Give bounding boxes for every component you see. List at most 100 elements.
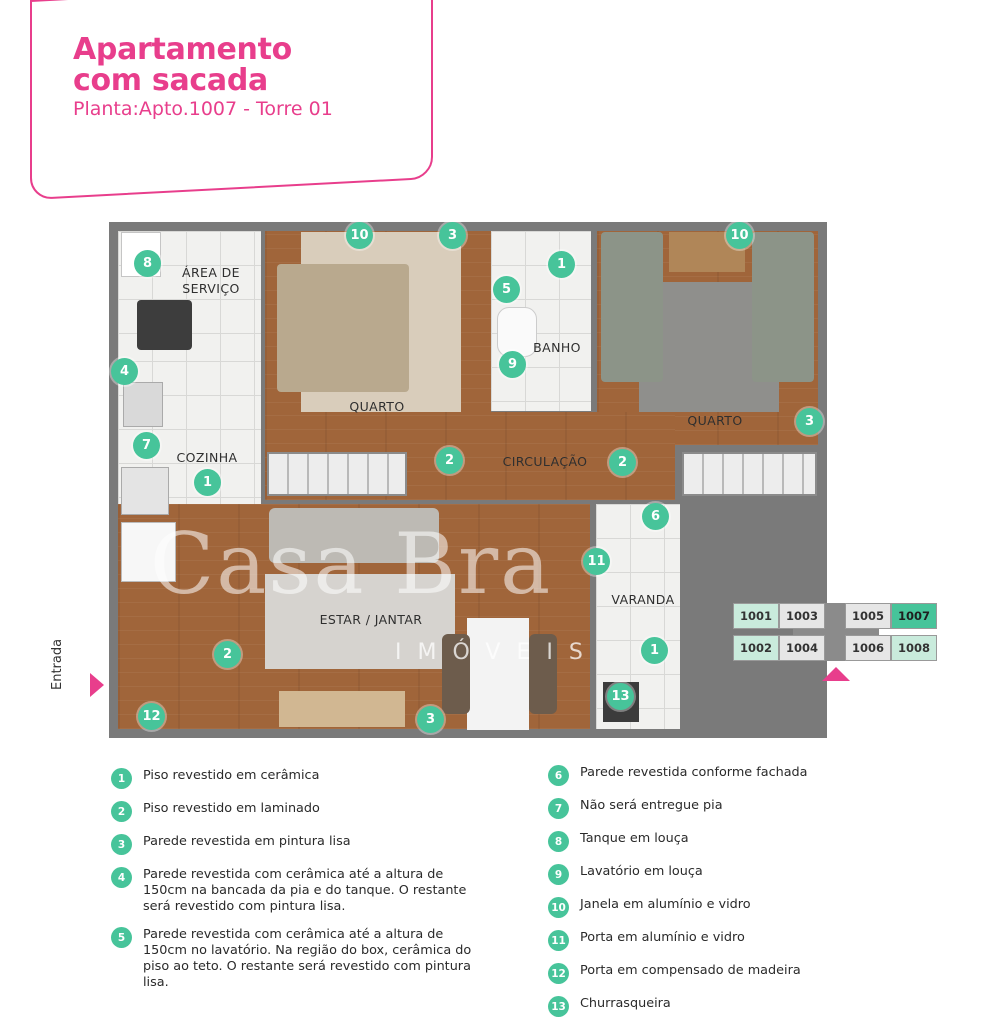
legend-item: 13 Churrasqueira xyxy=(548,996,848,1017)
header-text: Apartamento com sacada Planta:Apto.1007 … xyxy=(73,34,333,120)
floor-plan: ÁREA DE SERVIÇO COZINHA QUARTO BANHO QUA… xyxy=(109,222,827,738)
legend-item: 8 Tanque em louça xyxy=(548,831,848,852)
single-bed-right xyxy=(752,232,814,382)
legend-item: 11 Porta em alumínio e vidro xyxy=(548,930,848,951)
legend-marker: 12 xyxy=(548,963,569,984)
single-bed-left xyxy=(601,232,663,382)
tower-position-arrow-icon xyxy=(822,667,850,681)
legend-item: 3 Parede revestida em pintura lisa xyxy=(111,834,501,855)
label-varanda: VARANDA xyxy=(611,592,675,607)
unit-1001: 1001 xyxy=(733,603,779,629)
legend-marker: 11 xyxy=(548,930,569,951)
plan-marker: 8 xyxy=(134,250,161,277)
entrance-arrow-icon xyxy=(90,673,104,697)
unit-1002: 1002 xyxy=(733,635,779,661)
legend-marker: 13 xyxy=(548,996,569,1017)
legend-marker: 8 xyxy=(548,831,569,852)
watermark-sub: IMÓVEIS xyxy=(395,640,599,665)
unit-1003: 1003 xyxy=(779,603,825,629)
watermark-logo: Casa Bra xyxy=(150,515,553,613)
unit-1004: 1004 xyxy=(779,635,825,661)
double-bed xyxy=(277,264,409,392)
legend-left: 1 Piso revestido em cerâmica 2 Piso reve… xyxy=(111,768,501,1000)
legend-item: 4 Parede revestida com cerâmica até a al… xyxy=(111,867,501,915)
tower-key: 1001 1003 1005 1007 1002 1004 1006 1008 xyxy=(733,603,938,661)
plan-marker: 2 xyxy=(609,449,636,476)
plan-marker: 5 xyxy=(493,276,520,303)
legend-text: Parede revestida com cerâmica até a altu… xyxy=(143,927,472,990)
plan-marker: 1 xyxy=(194,469,221,496)
stove xyxy=(121,467,169,515)
unit-1005: 1005 xyxy=(845,603,891,629)
legend-item: 9 Lavatório em louça xyxy=(548,864,848,885)
plan-marker: 3 xyxy=(417,706,444,733)
page-subtitle: Planta:Apto.1007 - Torre 01 xyxy=(73,98,333,120)
legend-item: 12 Porta em compensado de madeira xyxy=(548,963,848,984)
label-circulacao: CIRCULAÇÃO xyxy=(502,454,588,469)
legend-marker: 3 xyxy=(111,834,132,855)
page-title-line2: com sacada xyxy=(73,63,268,98)
label-banho: BANHO xyxy=(533,340,581,355)
legend-marker: 4 xyxy=(111,867,132,888)
legend-marker: 10 xyxy=(548,897,569,918)
dining-table xyxy=(467,618,529,730)
legend-item: 5 Parede revestida com cerâmica até a al… xyxy=(111,927,501,991)
plan-marker: 1 xyxy=(641,637,668,664)
legend-text: Piso revestido em laminado xyxy=(143,801,320,816)
legend-text: Parede revestida em pintura lisa xyxy=(143,834,351,849)
plan-marker: 6 xyxy=(642,503,669,530)
plan-marker: 9 xyxy=(499,351,526,378)
plan-marker: 10 xyxy=(346,222,373,249)
legend-marker: 6 xyxy=(548,765,569,786)
label-estar-jantar: ESTAR / JANTAR xyxy=(319,612,423,627)
tower-core-h xyxy=(793,627,879,637)
legend-text: Lavatório em louça xyxy=(580,864,703,879)
toilet xyxy=(497,307,537,357)
legend-marker: 2 xyxy=(111,801,132,822)
washing-machine xyxy=(137,300,192,350)
label-quarto-2: QUARTO xyxy=(687,413,743,428)
unit-1006: 1006 xyxy=(845,635,891,661)
legend-text: Churrasqueira xyxy=(580,996,671,1011)
unit-1007: 1007 xyxy=(891,603,937,629)
label-quarto-1: QUARTO xyxy=(349,399,405,414)
legend-item: 10 Janela em alumínio e vidro xyxy=(548,897,848,918)
label-cozinha: COZINHA xyxy=(176,450,238,465)
legend-text: Piso revestido em cerâmica xyxy=(143,768,320,783)
plan-marker: 11 xyxy=(583,548,610,575)
rug-estar xyxy=(265,574,455,669)
page-title-line1: Apartamento xyxy=(73,32,292,67)
plan-marker: 2 xyxy=(436,447,463,474)
legend-text: Janela em alumínio e vidro xyxy=(580,897,751,912)
plan-marker: 4 xyxy=(111,358,138,385)
tv-rack xyxy=(279,691,405,727)
plan-marker: 10 xyxy=(726,222,753,249)
legend-marker: 9 xyxy=(548,864,569,885)
legend-text: Não será entregue pia xyxy=(580,798,723,813)
legend-text: Tanque em louça xyxy=(580,831,689,846)
legend-marker: 1 xyxy=(111,768,132,789)
sofa xyxy=(269,508,439,563)
unit-1008: 1008 xyxy=(891,635,937,661)
legend-item: 7 Não será entregue pia xyxy=(548,798,848,819)
legend-text: Parede revestida com cerâmica até a altu… xyxy=(143,867,467,914)
legend-item: 2 Piso revestido em laminado xyxy=(111,801,501,822)
legend-right: 6 Parede revestida conforme fachada 7 Nã… xyxy=(548,765,848,1026)
plan-marker: 7 xyxy=(133,432,160,459)
legend-marker: 7 xyxy=(548,798,569,819)
legend-item: 1 Piso revestido em cerâmica xyxy=(111,768,501,789)
plan-marker: 2 xyxy=(214,641,241,668)
plan-marker: 1 xyxy=(548,251,575,278)
legend-item: 6 Parede revestida conforme fachada xyxy=(548,765,848,786)
plan-marker: 12 xyxy=(138,703,165,730)
label-area-servico: ÁREA DE SERVIÇO xyxy=(182,265,240,296)
closet-quarto-2 xyxy=(682,452,817,496)
kitchen-sink xyxy=(123,382,163,427)
chair-left xyxy=(442,634,470,714)
plan-marker: 3 xyxy=(796,408,823,435)
legend-text: Porta em compensado de madeira xyxy=(580,963,801,978)
chair-right xyxy=(529,634,557,714)
plan-marker: 3 xyxy=(439,222,466,249)
plan-marker: 13 xyxy=(607,683,634,710)
closet-quarto-1 xyxy=(267,452,407,496)
